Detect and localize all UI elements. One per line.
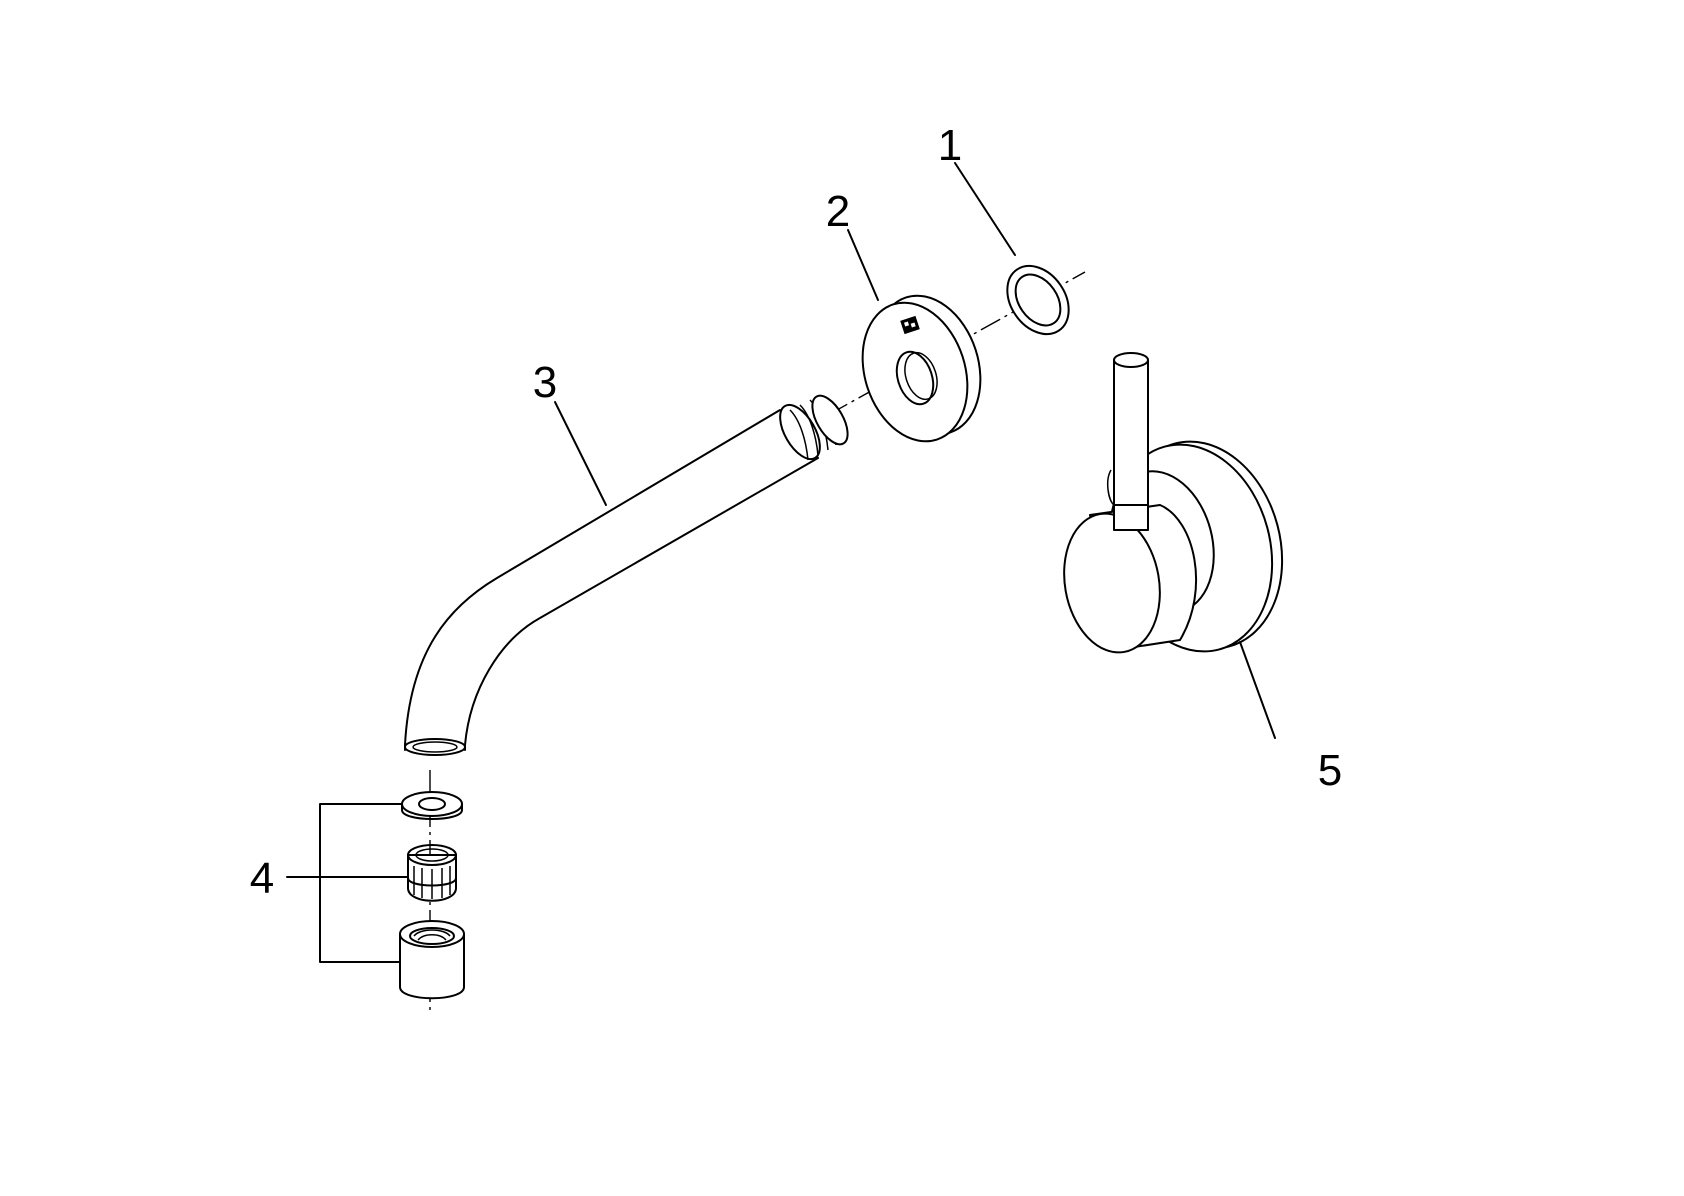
leader-lines	[286, 162, 1276, 963]
callout-1: 1	[938, 121, 962, 170]
pipe-thread	[779, 394, 849, 461]
callout-5: 5	[1318, 746, 1342, 795]
brand-logo-icon	[900, 315, 920, 335]
callout-4: 4	[250, 854, 274, 903]
lever-handle-icon	[1063, 352, 1284, 654]
callout-labels: 1 2 3 4 5	[250, 121, 1342, 903]
callout-2: 2	[826, 187, 850, 236]
aerator-set-icon	[399, 791, 465, 1000]
spout-pipe-icon	[404, 394, 849, 756]
washer-icon	[401, 791, 463, 820]
nozzle-sleeve-icon	[399, 920, 465, 1000]
callout-3: 3	[533, 358, 557, 407]
aerator-insert-icon	[407, 844, 457, 902]
wall-rosette-icon	[861, 294, 982, 443]
assembly-axis	[429, 271, 1086, 1015]
o-ring-icon	[1006, 264, 1070, 336]
